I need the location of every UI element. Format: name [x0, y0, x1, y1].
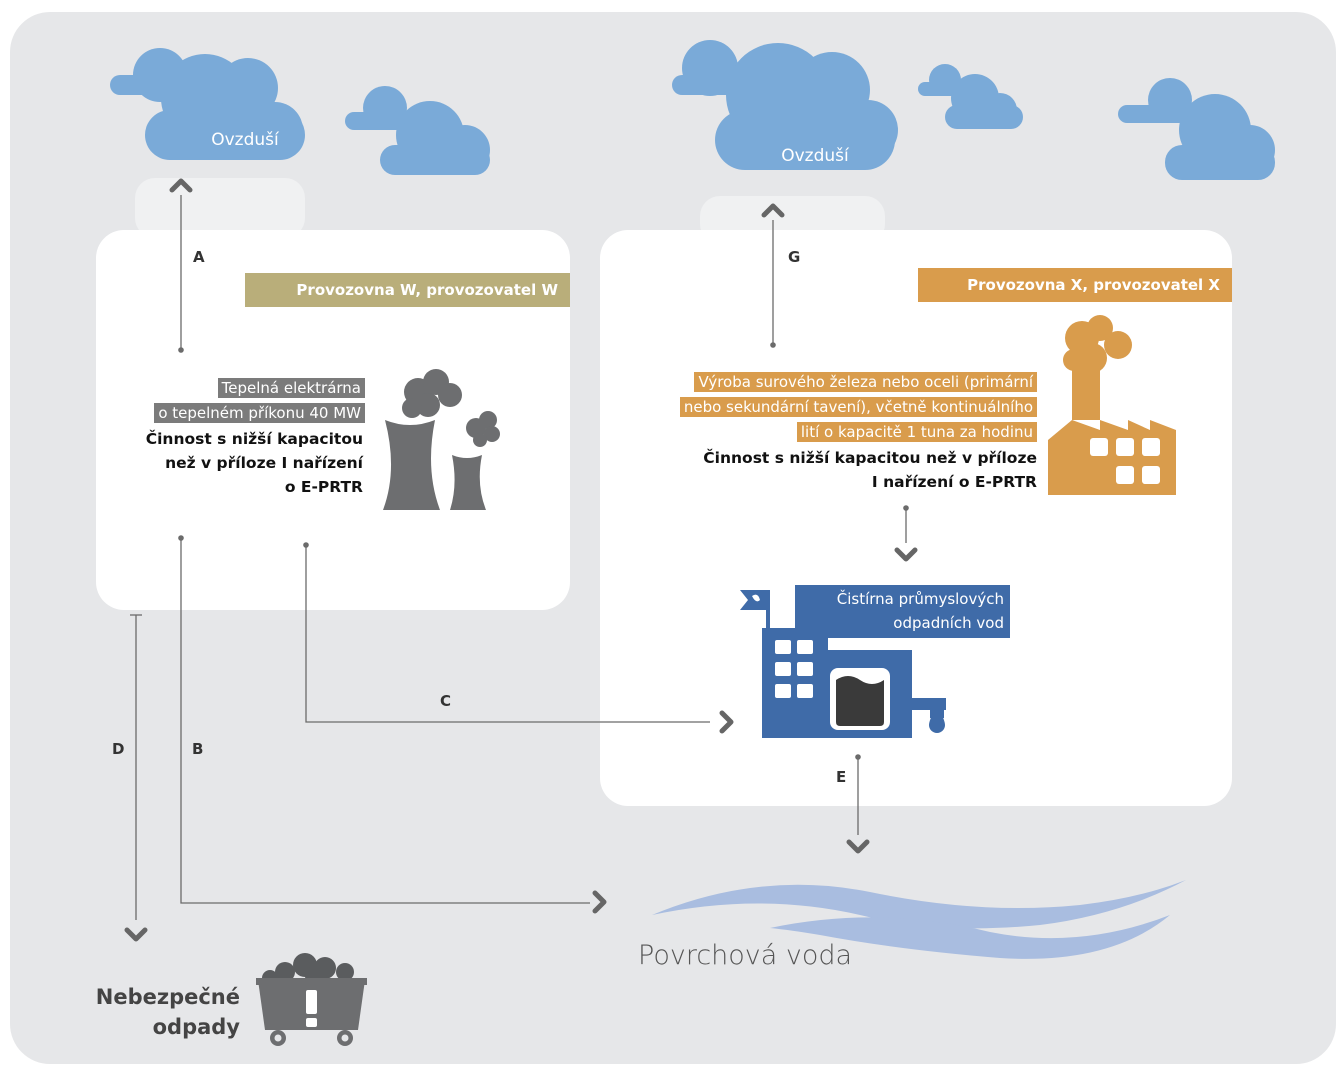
facility-x-note: Činnost s nižší kapacitou než v příloze …	[640, 446, 1037, 494]
arrow-right-water	[592, 890, 607, 914]
facility-w-activity-line2: o tepelném příkonu 40 MW	[154, 403, 365, 423]
facility-w-note-line3: o E-PRTR	[284, 478, 363, 496]
flow-label-g: G	[788, 248, 801, 266]
waste-container-icon	[256, 953, 367, 1046]
flow-label-d: D	[112, 740, 125, 758]
air-label-right: Ovzduší	[781, 146, 849, 166]
flow-label-e: E	[836, 768, 847, 786]
facility-x-card	[600, 230, 1232, 806]
facility-w-note: Činnost s nižší kapacitou než v příloze …	[120, 427, 363, 499]
flow-label-b: B	[192, 740, 204, 758]
treatment-plant-line2: odpadních vod	[893, 614, 1004, 632]
facility-w-activity-line1: Tepelná elektrárna	[217, 378, 365, 398]
treatment-plant-icon	[740, 590, 946, 738]
facility-x-activity-line1: Výroba surového železa nebo oceli (primá…	[694, 372, 1037, 392]
cloud-right-large	[672, 40, 898, 170]
arrow-up-air-left	[169, 178, 193, 193]
hazardous-waste-line1: Nebezpečné	[95, 985, 240, 1009]
flow-b-line	[180, 538, 590, 904]
flow-label-a: A	[193, 248, 205, 266]
surface-water-waves	[652, 880, 1186, 959]
facility-w-activity: Tepelná elektrárna o tepelném příkonu 40…	[150, 376, 365, 426]
treatment-plant-line1: Čistírna průmyslových	[836, 590, 1004, 608]
facility-w-tag: Provozovna W, provozovatel W	[245, 273, 570, 307]
treatment-plant-label: Čistírna průmyslových odpadních vod	[795, 585, 1010, 638]
cloud-left-small	[345, 86, 490, 175]
hazardous-waste-label: Nebezpečné odpady	[80, 982, 240, 1042]
facility-w-note-line1: Činnost s nižší kapacitou	[145, 430, 363, 448]
power-plant-icon	[383, 369, 500, 510]
facility-x-activity-line2: nebo sekundární tavení), včetně kontinuá…	[679, 397, 1037, 417]
surface-water-label: Povrchová voda	[638, 940, 853, 971]
facility-w-note-line2: než v příloze I nařízení	[165, 454, 363, 472]
factory-icon	[1048, 315, 1176, 495]
hazardous-waste-line2: odpady	[152, 1015, 240, 1039]
cloud-far-right	[1118, 78, 1275, 180]
facility-x-note-line2: I nařízení o E-PRTR	[871, 473, 1037, 491]
facility-x-activity: Výroba surového železa nebo oceli (primá…	[612, 370, 1037, 445]
arrow-down-waste	[124, 927, 148, 942]
flow-c-line	[305, 545, 710, 723]
facility-x-activity-line3: lití o kapacitě 1 tuna za hodinu	[796, 422, 1037, 442]
arrow-down-plant	[894, 547, 918, 562]
facility-x-tag: Provozovna X, provozovatel X	[918, 268, 1232, 302]
arrow-up-air-right	[761, 203, 785, 218]
smoke-shape-left	[135, 178, 305, 238]
cloud-left-large	[110, 48, 305, 160]
flow-label-c: C	[440, 692, 452, 710]
air-label-left: Ovzduší	[211, 130, 279, 150]
arrow-down-water	[846, 839, 870, 854]
facility-x-note-line1: Činnost s nižší kapacitou než v příloze	[703, 449, 1037, 467]
arrow-right-plant	[719, 710, 734, 734]
cloud-right-small	[918, 64, 1023, 129]
